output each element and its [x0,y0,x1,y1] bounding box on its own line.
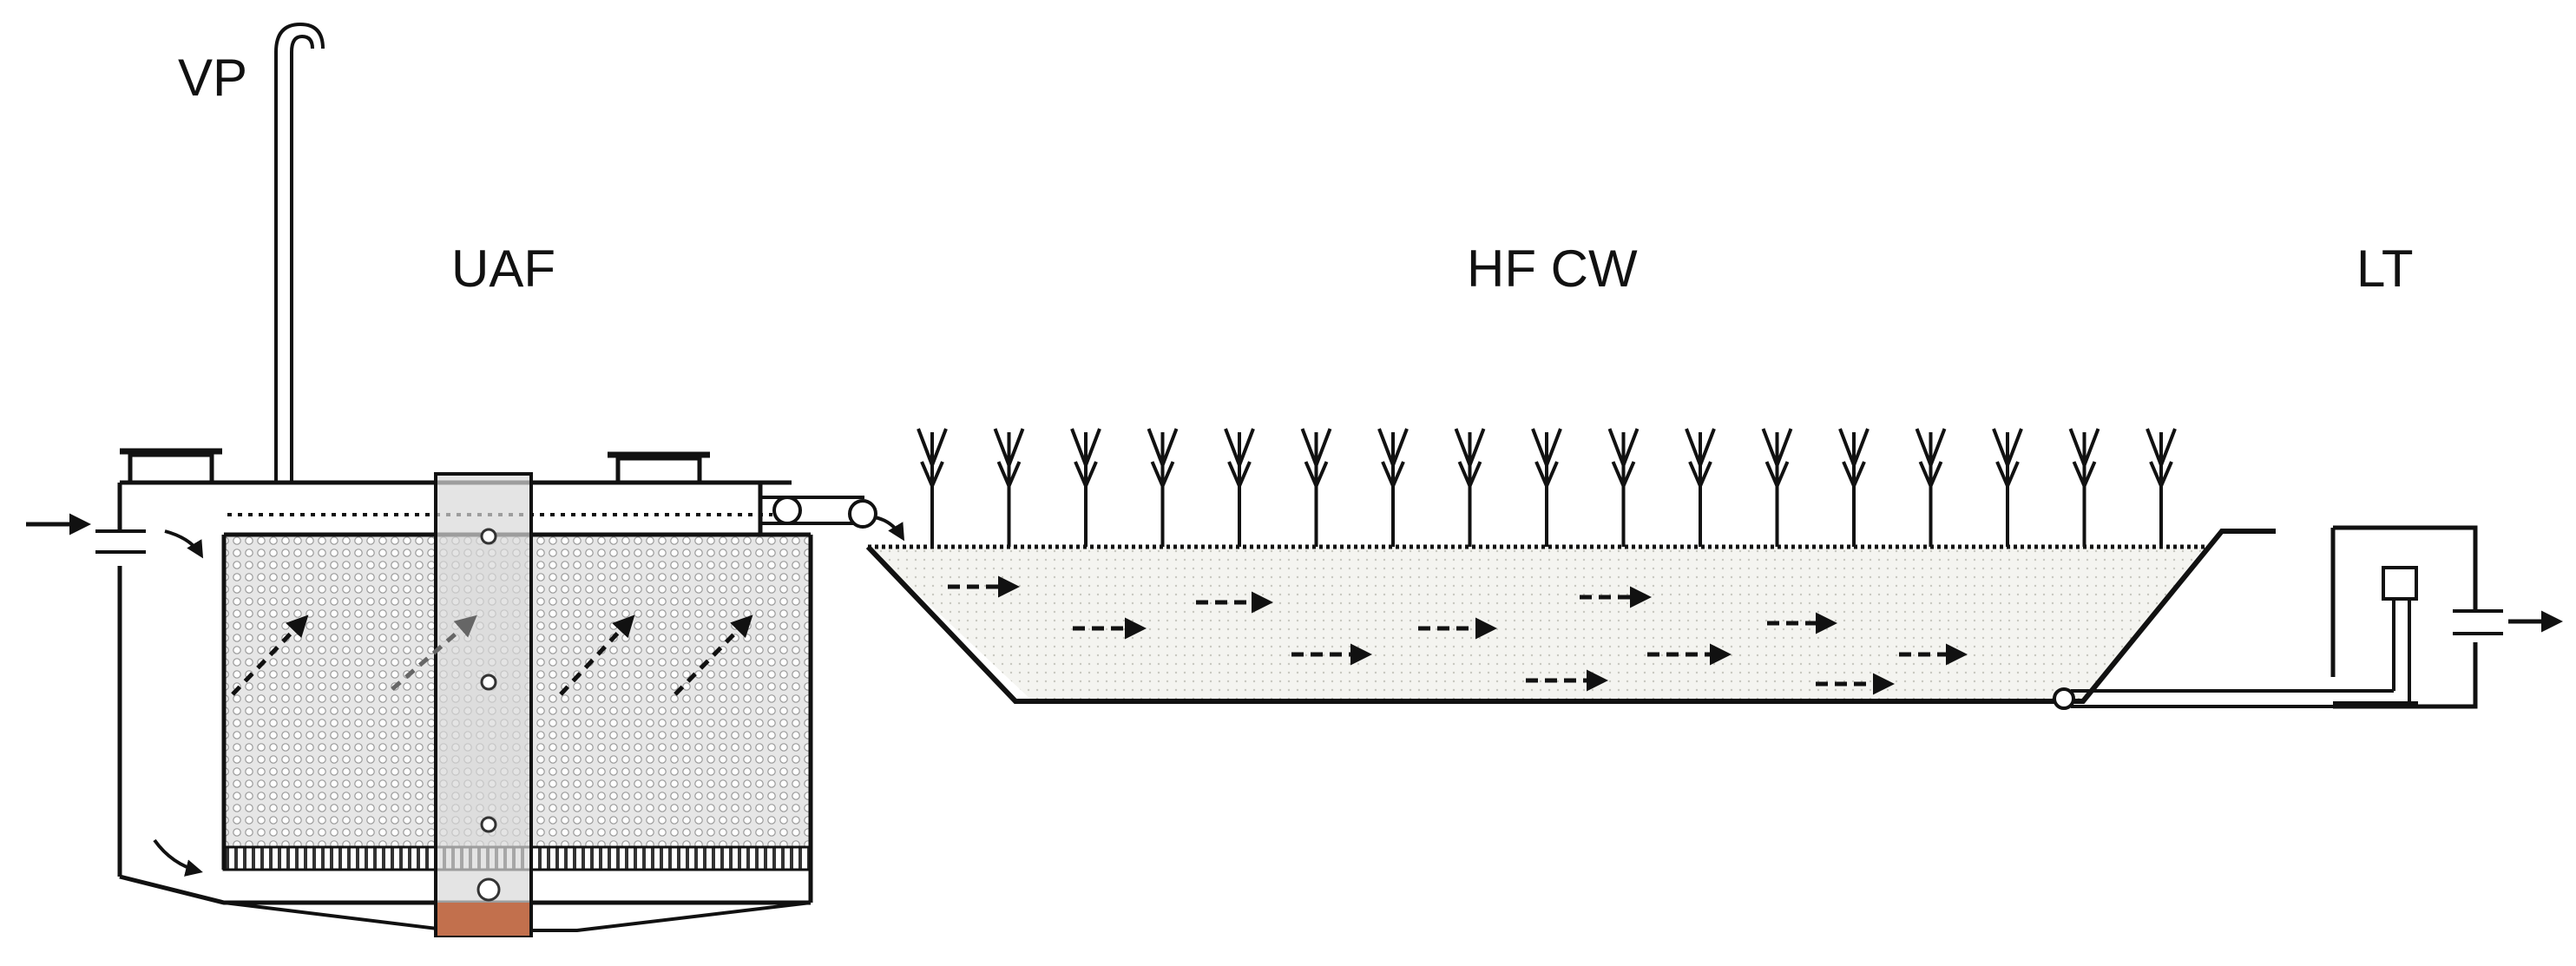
valve-icon [772,496,802,525]
reed-plants [917,428,2177,547]
label-hf-cw: HF CW [1467,240,1638,298]
reed-plant-icon [1377,428,1409,547]
transfer-pipe [760,496,905,542]
reed-plant-icon [1761,428,1793,547]
reed-plant-icon [1915,428,1947,547]
reed-plant-icon [1607,428,1640,547]
sampling-column [434,472,533,937]
reed-plant-icon [917,428,948,547]
valve-icon [848,499,877,529]
inflow-bottom-arrow [153,838,203,877]
reed-plant-icon [2068,428,2100,547]
uaf-access-covers [120,448,710,485]
reed-plant-icon [1531,428,1562,547]
reed-plant-icon [1454,428,1486,547]
reed-plant-icon [993,428,1025,547]
reed-plant-icon [1992,428,2023,547]
label-uaf: UAF [451,240,555,298]
reed-plant-icon [2146,428,2177,547]
reed-plant-icon [1070,428,1101,547]
cw-flow-arrows [948,575,1968,695]
hf-cw-bed [865,529,2276,704]
reed-plant-icon [1838,428,1870,547]
sludge-plug [437,903,529,936]
vent-pipe [274,22,325,483]
label-vp: VP [178,49,247,107]
valve-icon [2053,687,2075,710]
label-lt: LT [2356,240,2414,298]
reed-plant-icon [1147,428,1179,547]
inlet-pipe [26,513,204,559]
reed-plant-icon [1224,428,1255,547]
reed-plant-icon [1685,428,1716,547]
reed-plant-icon [1300,428,1332,547]
lt-tank [2330,525,2563,709]
